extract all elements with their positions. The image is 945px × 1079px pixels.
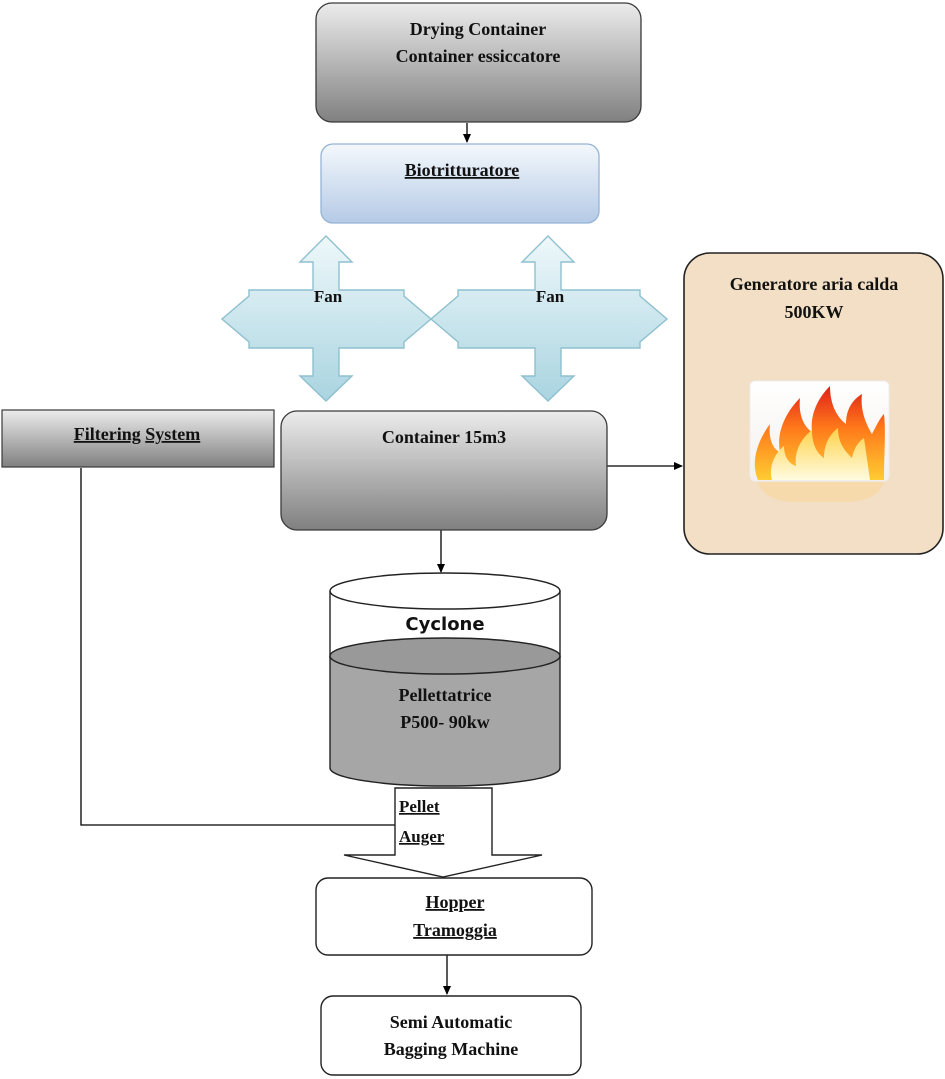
filtering-system-node: Filtering System (1, 409, 275, 468)
generatore-node: Generatore aria calda 500KW (683, 252, 944, 555)
hopper-node: Hopper Tramoggia (315, 877, 593, 956)
biotritturatore-box (320, 143, 600, 224)
fire-icon (749, 380, 890, 502)
biotritturatore-node: Biotritturatore (320, 143, 600, 224)
container-15m3-node: Container 15m3 (280, 410, 608, 531)
bagging-machine-sublabel: Bagging Machine (384, 1039, 519, 1059)
fan-right-node: Fan (429, 235, 669, 402)
container-15m3-box (280, 410, 608, 531)
drying-container-subtitle: Container essiccatore (396, 46, 561, 66)
container-15m3-label: Container 15m3 (382, 427, 506, 447)
hopper-sublabel: Tramoggia (413, 920, 497, 940)
fan-right-arrow-shape (429, 235, 669, 402)
pellet-auger-sublabel: Auger (399, 827, 445, 846)
biotritturatore-label: Biotritturatore (405, 160, 520, 180)
fan-left-label: Fan (314, 287, 343, 306)
filtering-system-box (1, 409, 275, 468)
drying-container-label: Drying Container (410, 19, 547, 39)
drying-container-node: Drying Container Container essiccatore (315, 2, 642, 123)
cyclone-top-rim (329, 572, 561, 610)
pellettatrice-label: Pellettatrice (399, 685, 492, 705)
pellet-auger-label: Pellet (399, 797, 440, 816)
hopper-box (315, 877, 593, 956)
pellettatrice-body (329, 656, 561, 787)
cyclone-pellettatrice-node: Cyclone Pellettatrice P500- 90kw (329, 572, 561, 787)
hopper-label: Hopper (425, 892, 484, 912)
pellet-auger-node: Pellet Auger (343, 787, 543, 878)
fan-left-node: Fan (220, 235, 433, 402)
filtering-word: Filtering (74, 424, 141, 444)
bagging-machine-node: Semi Automatic Bagging Machine (320, 995, 582, 1076)
bagging-machine-label: Semi Automatic (390, 1012, 512, 1032)
pellettatrice-top (329, 637, 561, 675)
bagging-machine-box (320, 995, 582, 1076)
line-filtering-to-auger (80, 468, 396, 826)
fan-right-label: Fan (536, 287, 565, 306)
drying-container-box (315, 2, 642, 123)
fan-left-arrow-shape (220, 235, 433, 402)
cyclone-label: Cyclone (405, 614, 484, 635)
connectors (80, 123, 683, 995)
filtering-system-label: Filtering System (74, 424, 200, 444)
pellet-auger-arrow-shape (343, 787, 543, 878)
generatore-label: Generatore aria calda (730, 274, 899, 294)
pellettatrice-model: P500- 90kw (400, 712, 490, 732)
system-word: System (145, 424, 200, 444)
generatore-power: 500KW (784, 302, 843, 322)
